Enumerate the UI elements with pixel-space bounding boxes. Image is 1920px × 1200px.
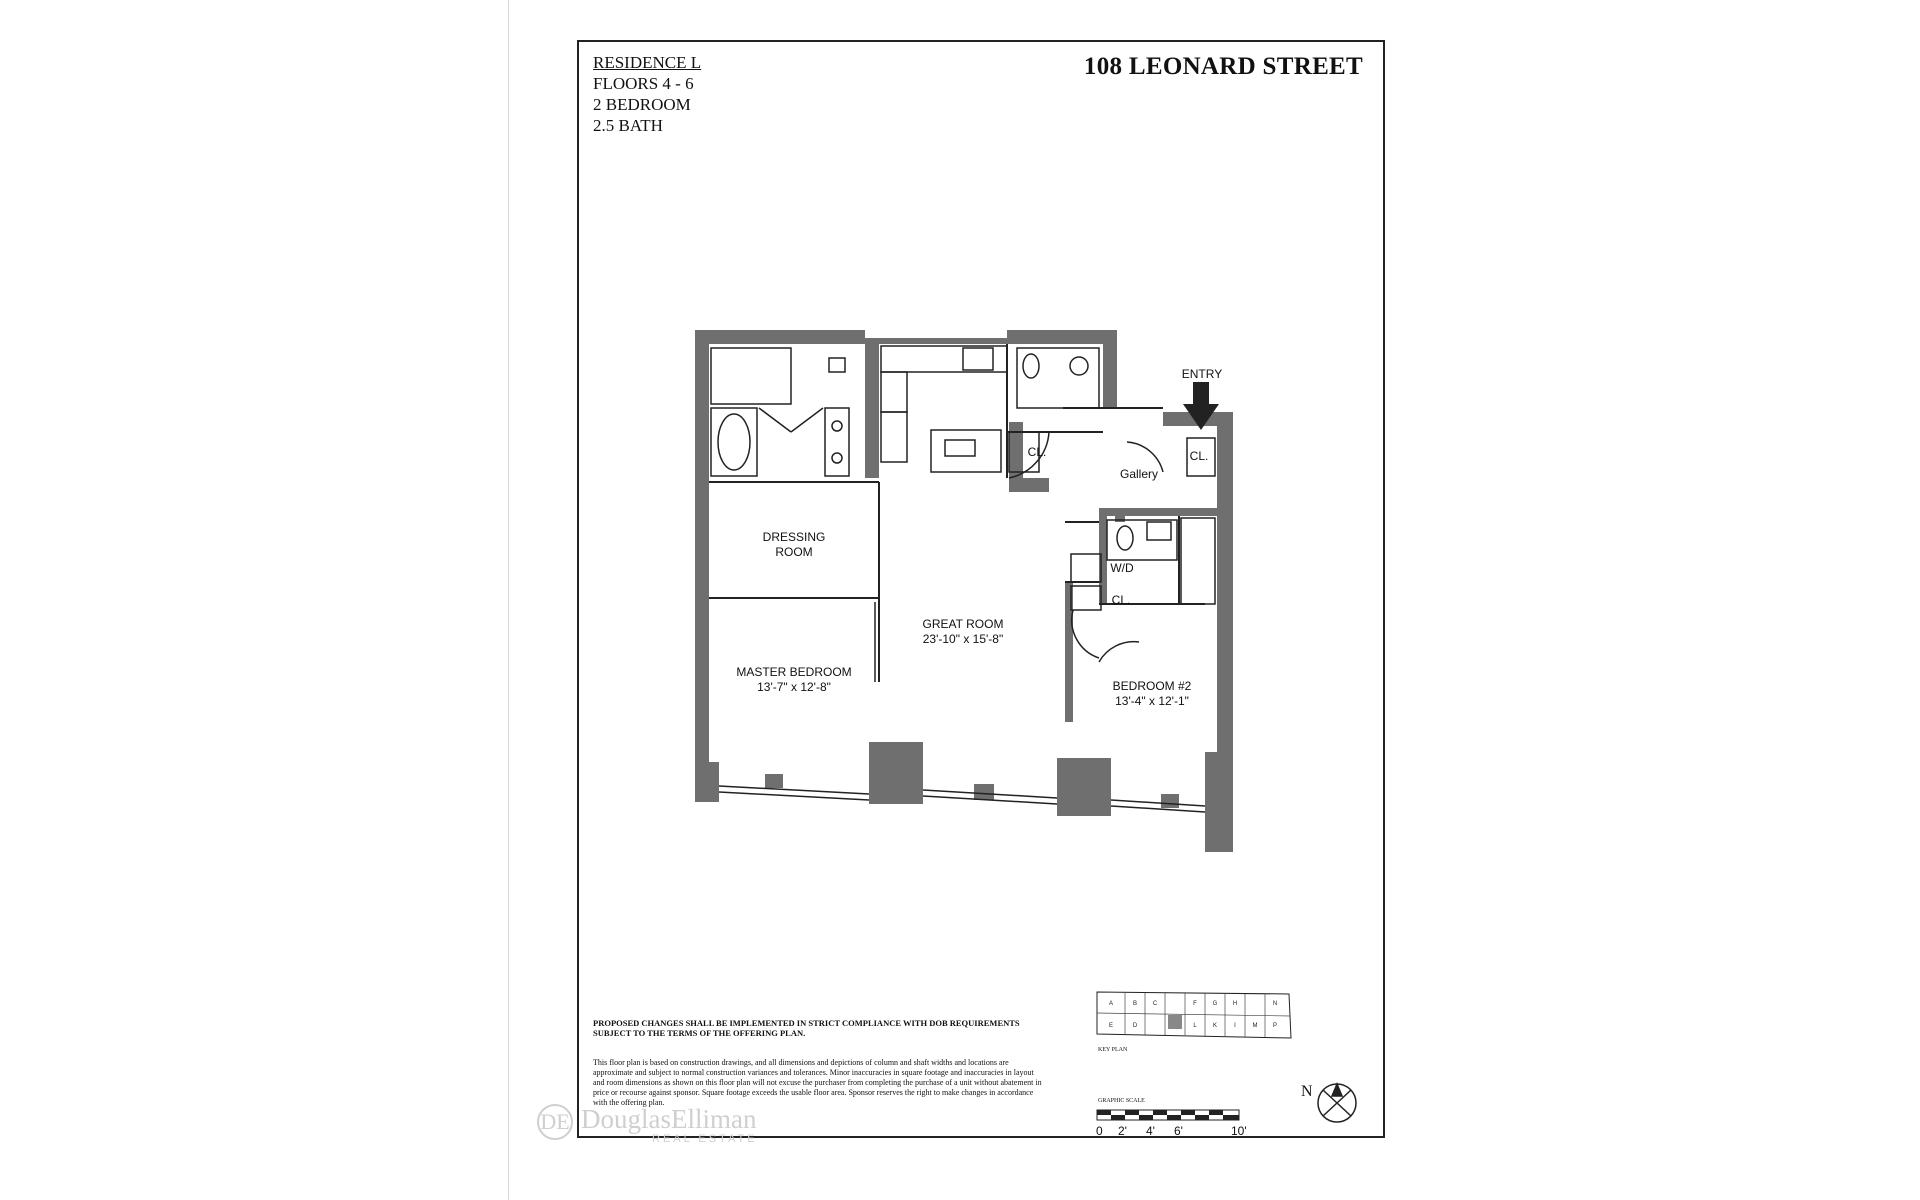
scale-tick-10: 10' bbox=[1231, 1124, 1247, 1138]
service-rooms bbox=[1008, 347, 1216, 663]
gallery-label: Gallery bbox=[1120, 467, 1158, 481]
building-title: 108 LEONARD STREET bbox=[1083, 53, 1363, 80]
key-unit-a: A bbox=[1109, 1001, 1113, 1007]
key-unit-g: G bbox=[1213, 1001, 1218, 1007]
dressing-room-label-2: ROOM bbox=[775, 545, 812, 559]
scale-tick-2: 2' bbox=[1118, 1124, 1127, 1138]
master-bedroom-dims: 13'-7" x 12'-8" bbox=[757, 680, 831, 694]
closet-label-kitchen: CL. bbox=[1028, 445, 1047, 459]
key-unit-c: C bbox=[1153, 1001, 1158, 1007]
residence-info: RESIDENCE L FLOORS 4 - 6 2 BEDROOM 2.5 B… bbox=[593, 52, 701, 136]
scale-tick-6: 6' bbox=[1174, 1124, 1183, 1138]
watermark-name: DouglasElliman bbox=[581, 1104, 757, 1134]
kitchen-counters bbox=[880, 345, 1008, 473]
residence-name: RESIDENCE L bbox=[593, 53, 702, 72]
graphic-scale-bar bbox=[1096, 1109, 1240, 1121]
bedroom2-dims: 13'-4" x 12'-1" bbox=[1115, 694, 1189, 708]
compliance-notice: PROPOSED CHANGES SHALL BE IMPLEMENTED IN… bbox=[593, 1018, 1020, 1038]
master-bath-fixtures bbox=[710, 347, 850, 477]
key-unit-b: B bbox=[1133, 1001, 1137, 1007]
key-unit-h: H bbox=[1233, 1001, 1237, 1007]
north-arrow-icon bbox=[1317, 1082, 1357, 1123]
scale-tick-4: 4' bbox=[1146, 1124, 1155, 1138]
bedrooms-label: 2 BEDROOM bbox=[593, 95, 691, 114]
disclaimer-text: This floor plan is based on construction… bbox=[593, 1058, 1042, 1107]
window-wall bbox=[718, 785, 1206, 813]
key-unit-p: P bbox=[1273, 1023, 1277, 1029]
bedroom2-label: BEDROOM #2 bbox=[1113, 679, 1192, 693]
key-unit-f: F bbox=[1193, 1001, 1197, 1007]
key-unit-e: E bbox=[1109, 1023, 1113, 1029]
page-edge bbox=[508, 0, 509, 1200]
baths-label: 2.5 BATH bbox=[593, 116, 663, 135]
dressing-room-label: DRESSING bbox=[763, 530, 826, 544]
graphic-scale-caption: GRAPHIC SCALE bbox=[1098, 1098, 1145, 1104]
key-plan: A B C F G H N E D L K I M P bbox=[1096, 991, 1292, 1039]
entry-arrow-icon bbox=[1183, 382, 1219, 430]
washer-dryer-label: W/D bbox=[1110, 561, 1134, 575]
key-unit-n: N bbox=[1273, 1001, 1277, 1007]
floor-plan-sheet: RESIDENCE L FLOORS 4 - 6 2 BEDROOM 2.5 B… bbox=[577, 40, 1385, 1138]
closet-label-entry: CL. bbox=[1190, 449, 1209, 463]
douglas-elliman-logo-icon: DE bbox=[537, 1104, 573, 1140]
closet-label-bedroom: CL. bbox=[1112, 593, 1131, 607]
entry-label: ENTRY bbox=[1182, 367, 1222, 381]
key-unit-m: M bbox=[1253, 1023, 1258, 1029]
master-bedroom-label: MASTER BEDROOM bbox=[736, 665, 851, 679]
watermark-sub: REAL ESTATE bbox=[652, 1133, 758, 1145]
scale-tick-0: 0 bbox=[1096, 1124, 1103, 1138]
north-label: N bbox=[1301, 1083, 1313, 1100]
key-unit-d: D bbox=[1133, 1023, 1138, 1029]
graphic-scale-ticks: 0 2' 4' 6' 10' bbox=[1096, 1124, 1247, 1138]
key-plan-caption: KEY PLAN bbox=[1098, 1047, 1128, 1053]
great-room-dims: 23'-10" x 15'-8" bbox=[923, 632, 1003, 646]
key-unit-k: K bbox=[1213, 1023, 1217, 1029]
doors bbox=[733, 597, 880, 682]
key-unit-l: L bbox=[1193, 1023, 1197, 1029]
exterior-walls bbox=[695, 330, 1233, 852]
floor-plan-drawing: ENTRY Gallery CL. CL. W/D CL. DRESSING R… bbox=[695, 330, 1357, 1123]
key-unit-i: I bbox=[1234, 1023, 1236, 1029]
floors-label: FLOORS 4 - 6 bbox=[593, 74, 694, 93]
great-room-label: GREAT ROOM bbox=[923, 617, 1004, 631]
